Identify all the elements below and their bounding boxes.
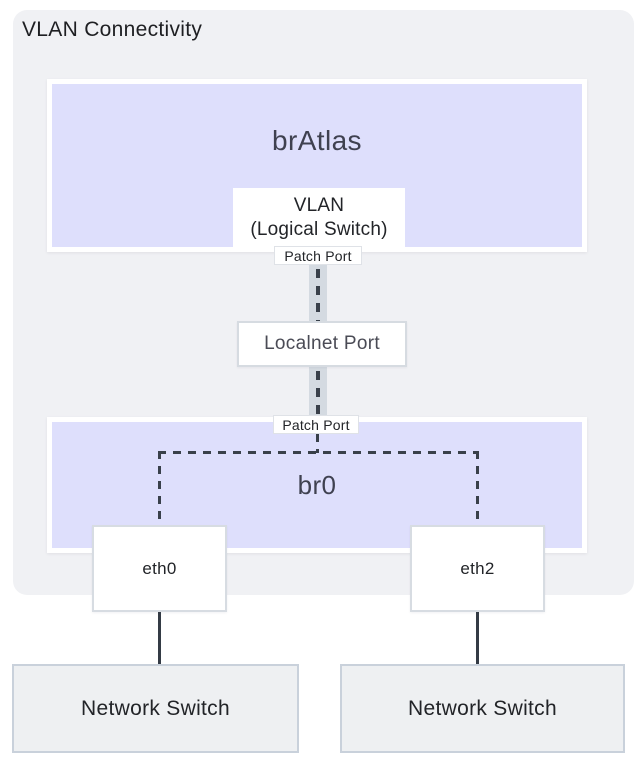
bus-to-eth2-dashed-link: [476, 451, 479, 525]
node-br0-label: br0: [297, 469, 337, 500]
patchport-to-bus-dashed-link: [316, 434, 319, 453]
node-network-switch-left: Network Switch: [12, 664, 299, 753]
node-vlan-logical-switch: VLAN (Logical Switch): [233, 188, 405, 247]
node-bratlas-label: brAtlas: [272, 125, 362, 156]
eth2-switch-link: [476, 612, 479, 664]
patch-port-label-top: Patch Port: [274, 246, 362, 265]
node-eth2: eth2: [410, 525, 545, 612]
eth0-switch-link: [158, 612, 161, 664]
bus-to-eth0-dashed-link: [158, 451, 161, 525]
diagram-title: VLAN Connectivity: [22, 18, 203, 41]
patch-port-label-bottom: Patch Port: [273, 415, 359, 434]
vlan-label-line2: (Logical Switch): [250, 218, 388, 240]
node-localnet-port: Localnet Port: [237, 321, 407, 367]
node-network-switch-right: Network Switch: [340, 664, 625, 753]
vlan-label-line1: VLAN: [293, 195, 345, 217]
br0-bus-dashed-link: [158, 451, 479, 454]
node-eth0: eth0: [92, 525, 227, 612]
